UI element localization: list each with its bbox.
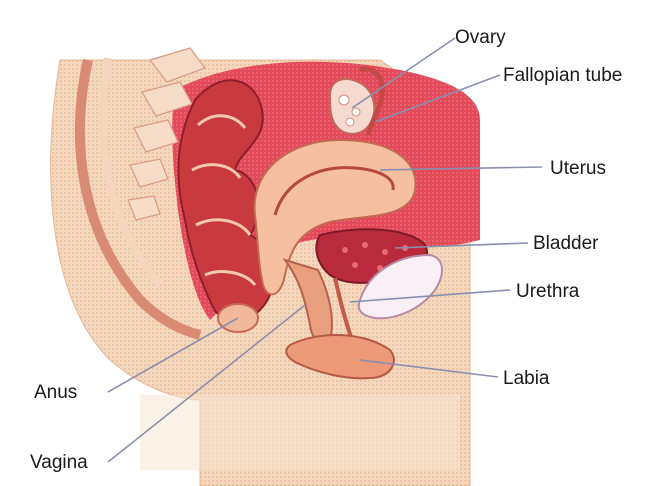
thigh-region [140,395,460,470]
label-fallopian-tube: Fallopian tube [503,66,622,85]
label-uterus: Uterus [550,159,606,178]
label-ovary: Ovary [455,28,506,47]
label-bladder: Bladder [533,234,599,253]
label-vagina: Vagina [30,453,88,472]
label-urethra: Urethra [516,282,579,301]
label-anus: Anus [34,383,77,402]
label-labia: Labia [503,369,550,388]
